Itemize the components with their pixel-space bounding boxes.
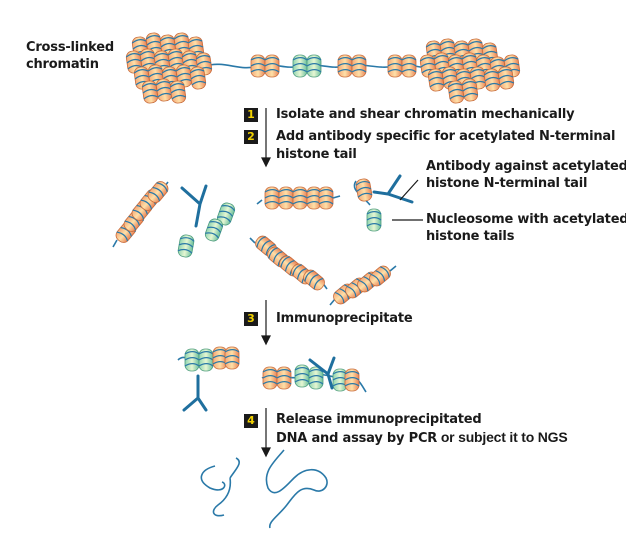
antibody-label-line2: histone N-terminal tail	[426, 176, 588, 191]
nucleosome-31	[427, 68, 445, 92]
acetylated-nucleosome-53	[204, 218, 224, 242]
callout-lines	[392, 179, 423, 221]
arrow-head-step-1-2	[261, 157, 271, 168]
antibody-3	[182, 374, 208, 412]
step-2-text-line2: histone tail	[276, 147, 357, 162]
antibody-2	[372, 174, 414, 204]
dna-released-a	[200, 457, 240, 517]
step-1-badge: 1	[244, 108, 258, 122]
nucleosome-17	[155, 78, 173, 102]
step-2-text-line1: Add antibody specific for acetylated N-t…	[276, 129, 616, 144]
acetylated-nucleosome-41	[292, 54, 308, 78]
antibody-label-line1: Antibody against acetylated	[426, 159, 626, 174]
dna-fragment-e	[249, 237, 256, 244]
arrow-head-step-4	[261, 447, 271, 458]
callout-antibody	[399, 179, 419, 201]
antibodies	[180, 174, 414, 412]
acetylated-nucleosome-61	[366, 208, 382, 232]
nucleosome-45	[387, 54, 403, 78]
antibody-1	[180, 184, 208, 228]
acetylated-nucleosome-78	[308, 366, 324, 390]
nucleosome-label-line1: Nucleosome with acetylated	[426, 212, 626, 227]
nucleosome-76	[276, 366, 292, 390]
nucleosome-16	[141, 80, 159, 104]
dna-fragment-f2	[389, 265, 397, 272]
nucleosome-56	[278, 186, 294, 210]
nucleosome-51	[147, 181, 169, 203]
nucleosome-60	[355, 178, 373, 202]
nucleosome-label-line2: histone tails	[426, 229, 515, 244]
nucleosome-43	[337, 54, 353, 78]
dna-released-b	[265, 449, 328, 529]
step-1-text: Isolate and shear chromatin mechanically	[276, 107, 575, 122]
nucleosome-66	[303, 269, 325, 291]
step-4-text-line2-b: or subject it to NGS	[437, 429, 568, 445]
process-arrows	[261, 108, 271, 458]
nucleosome-59	[318, 186, 334, 210]
step-4-badge: 4	[244, 414, 258, 428]
crosslinked-label-line1: Cross-linked	[26, 40, 114, 55]
acetylated-nucleosome-71	[184, 348, 200, 372]
nucleosome-70	[369, 265, 391, 287]
nucleosome-15	[189, 66, 207, 90]
nucleosome-40	[264, 54, 280, 78]
nucleosome-39	[250, 54, 266, 78]
nucleosome-74	[224, 346, 240, 370]
crosslinked-label-line2: chromatin	[26, 57, 99, 72]
acetylated-nucleosome-77	[294, 364, 310, 388]
step-3-badge: 3	[244, 312, 258, 326]
acetylated-nucleosome-72	[198, 348, 214, 372]
nucleosome-44	[351, 54, 367, 78]
step-3-text: Immunoprecipitate	[276, 311, 413, 326]
antibody-4	[308, 356, 336, 390]
dna-fragment-f	[329, 298, 336, 306]
nucleosome-36	[497, 66, 515, 90]
nucleosome-57	[292, 186, 308, 210]
dna-fragment-c2	[332, 195, 341, 199]
arrow-head-step-3	[261, 335, 271, 346]
nucleosome-layer	[115, 32, 521, 392]
nucleosome-80	[344, 368, 360, 392]
nucleosome-18	[169, 80, 187, 104]
step-2-badge: 2	[244, 130, 258, 144]
nucleosome-75	[262, 366, 278, 390]
nucleosome-46	[401, 54, 417, 78]
nucleosome-37	[447, 80, 465, 104]
step-4-text-line2: DNA and assay by PCR or subject it to NG…	[276, 429, 568, 447]
step-4-text-line2-a: DNA and assay by PCR	[276, 431, 438, 446]
nucleosome-55	[264, 186, 280, 210]
acetylated-nucleosome-52	[216, 202, 236, 226]
dna-fragment-a	[112, 239, 118, 248]
nucleosome-38	[461, 78, 479, 102]
dna-fragment-c	[256, 199, 263, 205]
acetylated-nucleosome-42	[306, 54, 322, 78]
acetylated-nucleosome-54	[177, 234, 195, 258]
step-4-text-line1: Release immunoprecipitated	[276, 412, 482, 427]
